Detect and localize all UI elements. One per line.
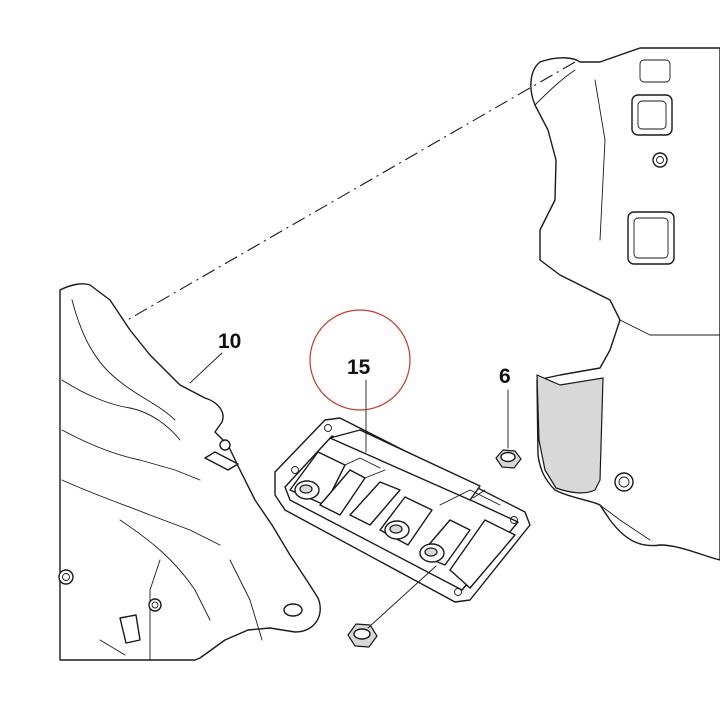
callout-6: 6 xyxy=(499,365,511,388)
engine-block-right xyxy=(530,47,720,561)
callout-15: 15 xyxy=(347,356,371,379)
leader-line-10 xyxy=(189,352,223,384)
leader-line-lower-nut xyxy=(367,565,437,629)
part-15-gasket-assembly xyxy=(274,417,531,603)
highlight-circle xyxy=(309,309,411,411)
leader-line-15b xyxy=(472,489,486,499)
lower-nut xyxy=(347,623,378,648)
part-6-nut xyxy=(495,449,522,469)
alignment-line xyxy=(109,61,576,331)
callout-10: 10 xyxy=(218,330,241,353)
intake-manifold-left xyxy=(58,283,321,661)
